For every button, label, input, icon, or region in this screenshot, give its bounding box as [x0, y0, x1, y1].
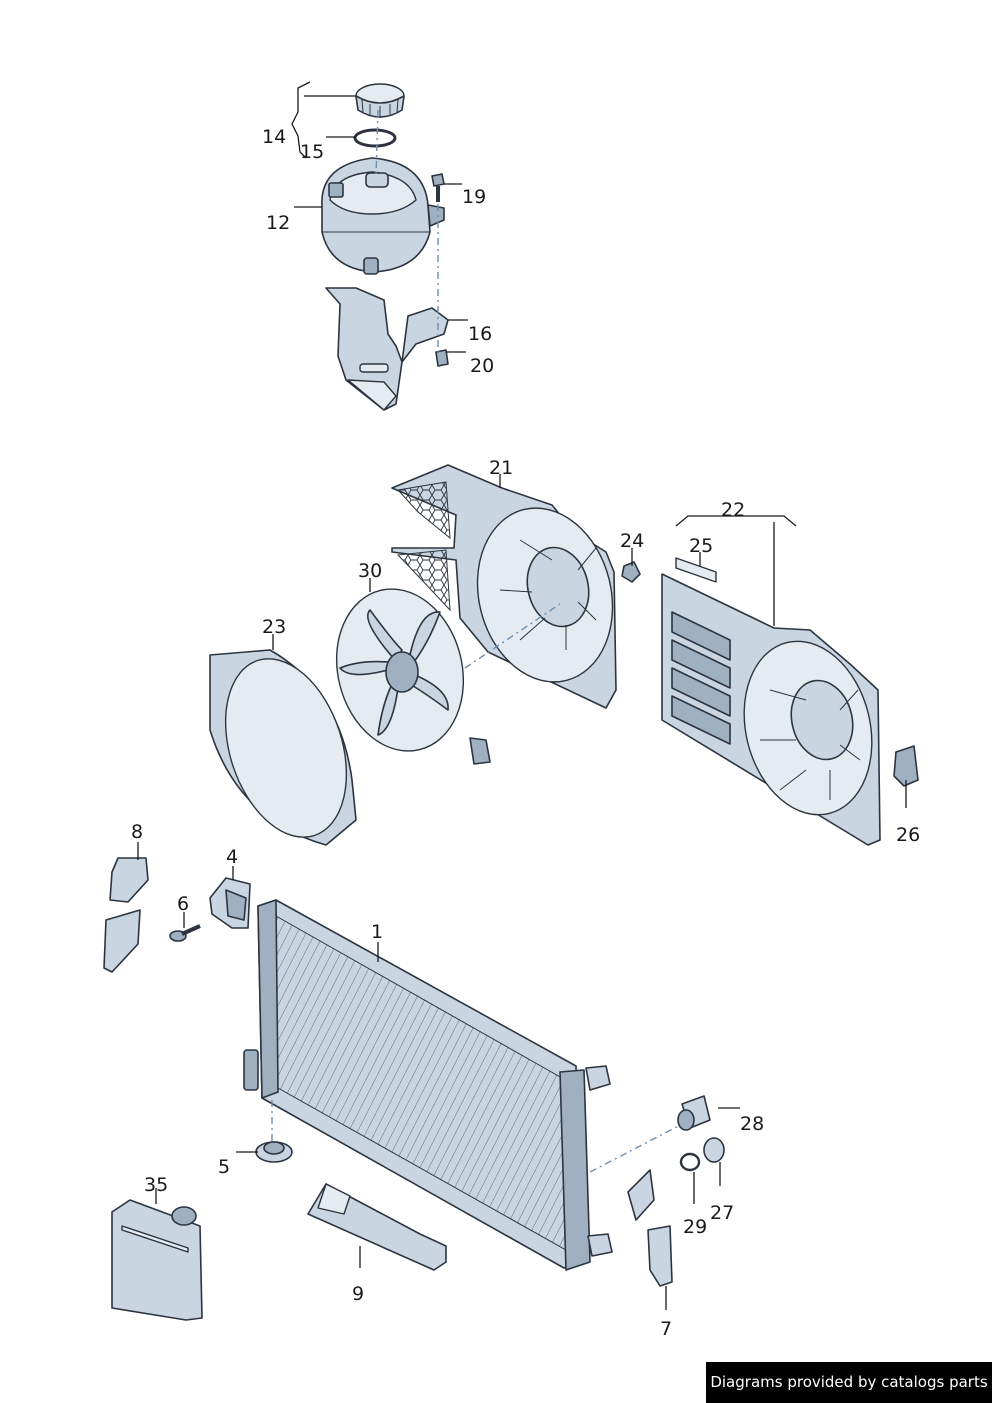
label-14: 14	[262, 126, 286, 148]
sensor-28	[677, 1095, 711, 1131]
label-28: 28	[740, 1113, 764, 1135]
screw-6	[169, 924, 201, 942]
expansion-tank-12	[321, 157, 445, 275]
grommet-5	[255, 1141, 293, 1163]
label-12: 12	[266, 212, 290, 234]
label-5: 5	[218, 1156, 230, 1178]
radiator-1	[243, 899, 613, 1271]
label-27: 27	[710, 1202, 734, 1224]
label-25: 25	[689, 535, 713, 557]
label-21: 21	[489, 457, 513, 479]
assembly-line-drain	[589, 1119, 691, 1173]
label-6: 6	[177, 893, 189, 915]
label-7: 7	[660, 1318, 672, 1340]
label-16: 16	[468, 323, 492, 345]
label-24: 24	[620, 530, 644, 552]
label-35: 35	[144, 1174, 168, 1196]
leader-lines	[137, 81, 907, 1310]
label-15: 15	[300, 141, 324, 163]
grommet-24	[621, 561, 641, 583]
assembly-line-fan	[464, 603, 561, 669]
fan-30	[335, 588, 491, 765]
label-9: 9	[352, 1283, 364, 1305]
bracket-16	[325, 287, 449, 411]
assembly-line-cap	[375, 109, 379, 177]
bracket-8	[103, 857, 149, 973]
label-20: 20	[470, 355, 494, 377]
seal-ring-15	[353, 128, 397, 148]
label-1: 1	[371, 921, 383, 943]
coolant-bottle-35	[111, 1199, 203, 1321]
mount-4	[209, 877, 251, 929]
air-guide-9	[307, 1183, 447, 1271]
label-4: 4	[226, 846, 238, 868]
label-22: 22	[721, 499, 745, 521]
clip-26	[893, 745, 919, 787]
bolt-19	[431, 173, 445, 202]
label-8: 8	[131, 821, 143, 843]
seal-29	[679, 1152, 701, 1172]
credit-banner: Diagrams provided by catalogs parts	[706, 1362, 992, 1403]
strip-25	[675, 557, 717, 583]
ring-23	[209, 649, 357, 846]
fan-shroud-assembly-22	[661, 573, 881, 846]
label-30: 30	[358, 560, 382, 582]
label-26: 26	[896, 824, 920, 846]
label-23: 23	[262, 616, 286, 638]
label-19: 19	[462, 186, 486, 208]
clip-20	[435, 349, 449, 367]
fan-shroud-21	[391, 464, 617, 709]
label-29: 29	[683, 1216, 707, 1238]
plug-27	[703, 1137, 725, 1163]
bracket-7	[627, 1169, 673, 1287]
cap-14	[355, 83, 405, 118]
